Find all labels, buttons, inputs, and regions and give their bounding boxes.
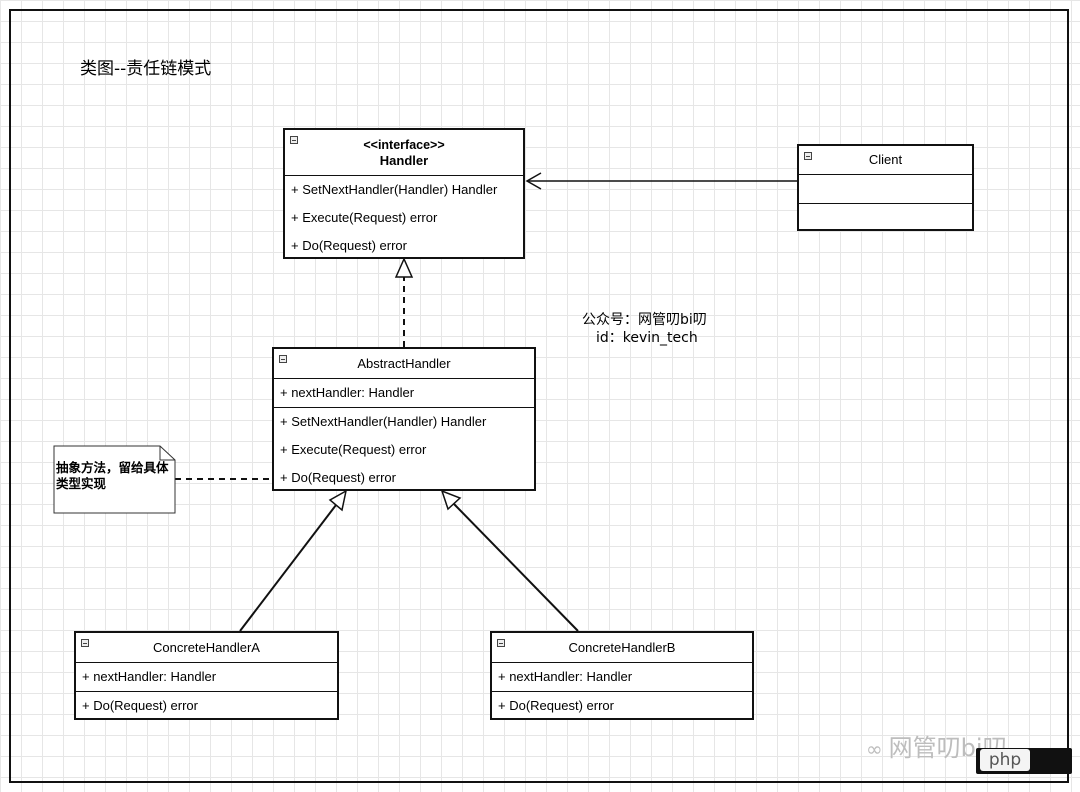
wechat-icon: ∞ <box>866 737 883 761</box>
handler-name: Handler <box>379 153 429 168</box>
collapse-icon[interactable] <box>497 639 505 647</box>
association-arrowhead <box>525 172 542 190</box>
concrete-handler-b-fields: + nextHandler: Handler <box>492 662 752 691</box>
abstract-handler-fields: + nextHandler: Handler <box>274 378 534 407</box>
note-fold <box>159 446 175 461</box>
handler-header: <<interface>> Handler <box>285 130 523 175</box>
inheritance-line-a <box>239 504 337 632</box>
realization-arrowhead <box>394 257 414 278</box>
abstract-handler-header: AbstractHandler <box>274 349 534 378</box>
abstract-handler-name: AbstractHandler <box>357 356 451 371</box>
client-fields <box>799 174 972 203</box>
concrete-handler-b-field: + nextHandler: Handler <box>498 669 633 684</box>
concrete-handler-a-fields: + nextHandler: Handler <box>76 662 337 691</box>
concrete-handler-b-header: ConcreteHandlerB <box>492 633 752 662</box>
collapse-icon[interactable] <box>290 136 298 144</box>
concrete-handler-b-name: ConcreteHandlerB <box>568 640 676 655</box>
note-shape <box>53 445 176 514</box>
inheritance-arrowhead-a <box>328 489 348 512</box>
handler-interface[interactable]: <<interface>> Handler + SetNextHandler(H… <box>283 128 525 259</box>
abstract-handler-method: + SetNextHandler(Handler) Handler <box>280 414 487 429</box>
concrete-handler-a-class[interactable]: ConcreteHandlerA + nextHandler: Handler … <box>74 631 339 720</box>
concrete-handler-a-methods: + Do(Request) error <box>76 691 337 720</box>
id-label: id：kevin_tech <box>596 330 698 346</box>
collapse-icon[interactable] <box>279 355 287 363</box>
php-watermark: php <box>976 748 1072 774</box>
abstract-handler-method: + Execute(Request) error <box>280 442 427 457</box>
client-methods <box>799 203 972 231</box>
handler-method: + SetNextHandler(Handler) Handler <box>291 182 498 197</box>
handler-method: + Execute(Request) error <box>291 210 438 225</box>
concrete-handler-b-methods: + Do(Request) error <box>492 691 752 720</box>
handler-method: + Do(Request) error <box>291 238 407 253</box>
abstract-handler-method: + Do(Request) error <box>280 470 396 485</box>
collapse-icon[interactable] <box>804 152 812 160</box>
collapse-icon[interactable] <box>81 639 89 647</box>
inheritance-line-b <box>453 503 579 632</box>
concrete-handler-a-method: + Do(Request) error <box>82 698 198 713</box>
concrete-handler-b-method: + Do(Request) error <box>498 698 614 713</box>
handler-stereotype: <<interface>> <box>363 138 445 152</box>
concrete-handler-a-name: ConcreteHandlerA <box>153 640 260 655</box>
account-label: 公众号：网管叨bi叨 <box>582 312 707 328</box>
diagram-frame <box>9 9 1069 783</box>
client-class[interactable]: Client <box>797 144 974 231</box>
concrete-handler-a-header: ConcreteHandlerA <box>76 633 337 662</box>
client-name: Client <box>868 152 903 167</box>
handler-methods: + SetNextHandler(Handler) Handler + Exec… <box>285 175 523 260</box>
diagram-title: 类图--责任链模式 <box>80 59 212 79</box>
abstract-handler-field: + nextHandler: Handler <box>280 385 415 400</box>
abstract-handler-class[interactable]: AbstractHandler + nextHandler: Handler +… <box>272 347 536 491</box>
abstract-handler-methods: + SetNextHandler(Handler) Handler + Exec… <box>274 407 534 492</box>
inheritance-arrowhead-b <box>440 489 462 511</box>
php-watermark-text: php <box>980 749 1030 771</box>
concrete-handler-b-class[interactable]: ConcreteHandlerB + nextHandler: Handler … <box>490 631 754 720</box>
note-text: 抽象方法，留给具体类型实现 <box>56 460 169 491</box>
client-header: Client <box>799 146 972 174</box>
concrete-handler-a-field: + nextHandler: Handler <box>82 669 217 684</box>
